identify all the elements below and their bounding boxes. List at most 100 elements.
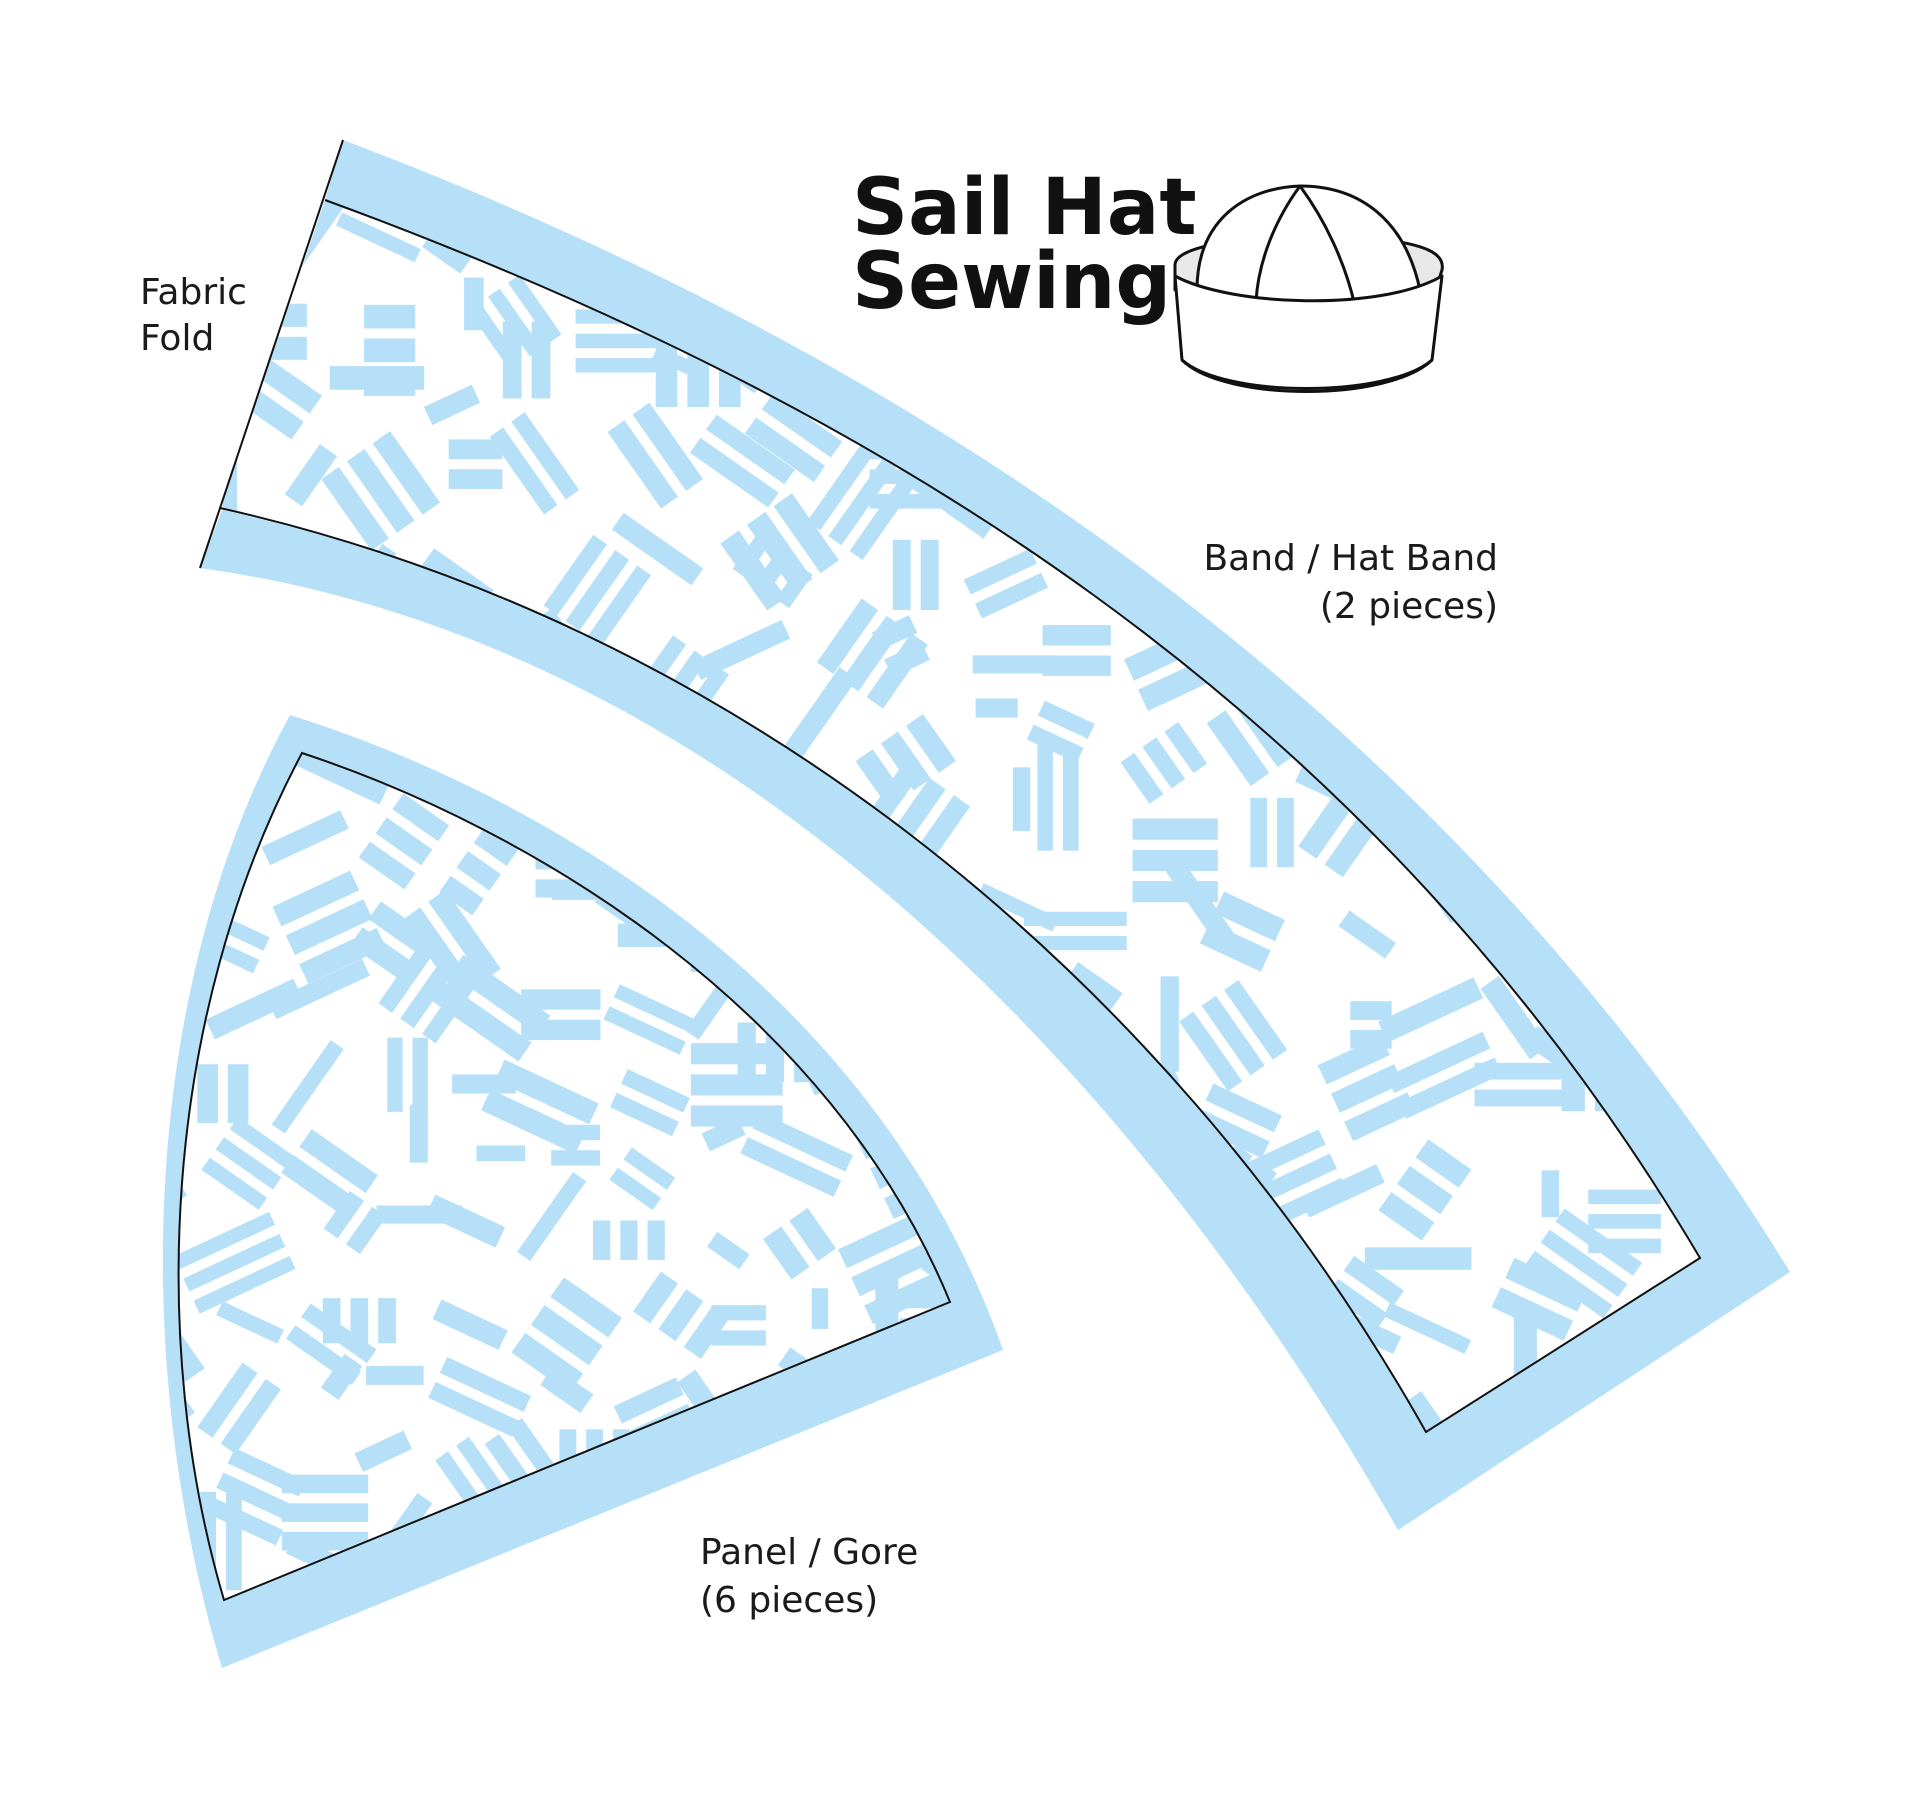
fabric-print-mark — [994, 1170, 1017, 1216]
fabric-print-mark — [178, 1586, 208, 1600]
fabric-print-mark — [107, 1050, 148, 1099]
fabric-print-mark — [178, 769, 208, 842]
fabric-print-mark — [303, 1624, 357, 1687]
fabric-print-mark — [504, 1553, 582, 1600]
fabric-print-mark — [1074, 389, 1153, 489]
fabric-print-mark — [1251, 461, 1316, 544]
fabric-print-mark — [428, 889, 501, 981]
fabric-print-mark — [1599, 438, 1614, 486]
fabric-print-mark — [1221, 1331, 1292, 1422]
fabric-print-mark — [861, 918, 905, 936]
fabric-print-mark — [502, 321, 522, 399]
fabric-print-mark — [1378, 1192, 1435, 1241]
title-line-2: Sewing — [852, 237, 1171, 327]
fabric-print-mark — [215, 1137, 282, 1190]
fabric-print-mark — [936, 1429, 950, 1483]
fabric-print-mark — [193, 1255, 296, 1314]
fabric-print-mark — [920, 539, 939, 610]
fabric-print-mark — [1591, 916, 1633, 964]
fabric-print-mark — [1567, 1434, 1628, 1510]
fabric-print-mark — [1525, 1250, 1613, 1319]
fabric-print-mark — [870, 1012, 952, 1065]
fabric-print-mark — [178, 962, 185, 1008]
fabric-print-mark — [1386, 728, 1463, 790]
fabric-print-mark — [183, 1673, 275, 1696]
fabric-print-mark — [781, 667, 857, 763]
fabric-print-mark — [565, 550, 630, 631]
fabric-print-mark — [943, 1456, 950, 1540]
fabric-print-mark — [1482, 712, 1584, 735]
fabric-print-mark — [690, 1043, 783, 1065]
fabric-print-mark — [227, 1064, 249, 1124]
fabric-print-mark — [690, 1074, 783, 1096]
fabric-print-mark — [763, 1226, 810, 1280]
fabric-print-mark — [424, 655, 471, 713]
fabric-print-mark — [587, 565, 652, 646]
fabric-print-mark — [220, 201, 225, 257]
fabric-print-mark — [780, 834, 824, 871]
fabric-print-mark — [740, 1137, 842, 1197]
fabric-print-mark — [1386, 1031, 1491, 1094]
fabric-print-mark — [975, 572, 1049, 619]
fabric-print-mark — [1474, 1062, 1566, 1080]
fabric-print-mark — [1042, 655, 1111, 676]
fabric-print-mark — [1407, 200, 1425, 256]
fabric-print-mark — [268, 336, 307, 360]
fabric-print-mark — [1505, 1257, 1587, 1312]
fabric-print-mark — [1553, 516, 1636, 569]
fabric-print-mark — [378, 1298, 396, 1344]
fabric-print-mark — [540, 1366, 594, 1414]
fabric-print-mark — [633, 1271, 679, 1324]
fabric-print-mark — [706, 414, 795, 485]
fabric-print-mark — [1179, 1011, 1243, 1092]
fabric-print-mark — [621, 764, 661, 812]
fabric-print-mark — [1343, 1255, 1404, 1306]
fabric-print-mark — [623, 1147, 676, 1190]
fabric-print-mark — [978, 1228, 1003, 1287]
fabric-print-mark — [692, 1638, 749, 1686]
fabric-print-mark — [773, 838, 814, 884]
fabric-print-mark — [885, 1633, 984, 1693]
fabric-print-mark — [871, 1095, 934, 1114]
hat-crown-seam-right — [1298, 185, 1357, 307]
fabric-print-mark — [1491, 278, 1567, 375]
fabric-print-mark — [641, 753, 681, 798]
fabric-print-mark — [1023, 936, 1127, 951]
fabric-print-mark — [841, 978, 893, 1039]
fabric-print-mark — [268, 958, 370, 1020]
fabric-print-mark — [781, 283, 837, 330]
fabric-print-mark — [386, 602, 403, 696]
fabric-print-mark — [323, 1191, 364, 1239]
fabric-print-mark — [1684, 571, 1700, 622]
fabric-print-mark — [613, 1377, 684, 1424]
fabric-print-mark — [795, 1675, 851, 1698]
panel-label: Panel / Gore (6 pieces) — [700, 1532, 918, 1621]
fabric-print-mark — [1100, 371, 1180, 471]
fabric-print-mark — [183, 1706, 275, 1729]
fabric-print-mark — [331, 1644, 385, 1707]
fabric-print-mark — [1474, 1089, 1566, 1107]
fabric-print-mark — [1589, 1418, 1651, 1432]
fabric-print-mark — [1045, 427, 1096, 464]
fabric-print-mark — [720, 802, 762, 848]
fabric-print-mark — [350, 927, 416, 983]
fabric-print-mark — [808, 1480, 848, 1503]
fabric-print-mark — [1412, 500, 1496, 519]
fabric-print-mark — [1199, 921, 1271, 972]
panel-cut-line — [177, 751, 952, 1602]
fabric-print-mark — [350, 1298, 369, 1344]
fabric-print-mark — [423, 384, 481, 426]
fabric-print-mark — [1677, 619, 1700, 704]
fabric-print-mark — [668, 200, 755, 258]
fabric-print-mark — [840, 1448, 890, 1487]
fabric-print-mark — [1038, 377, 1099, 427]
fabric-print-mark — [765, 200, 834, 216]
fabric-print-mark — [1656, 268, 1700, 283]
fabric-print-mark — [1464, 392, 1527, 445]
fabric-print-mark — [1491, 1287, 1574, 1341]
fabric-print-mark — [1024, 381, 1101, 475]
fabric-print-mark — [720, 530, 786, 611]
fabric-print-mark — [199, 753, 258, 807]
fabric-print-mark — [1158, 849, 1234, 944]
fabric-print-mark — [1364, 1247, 1472, 1270]
